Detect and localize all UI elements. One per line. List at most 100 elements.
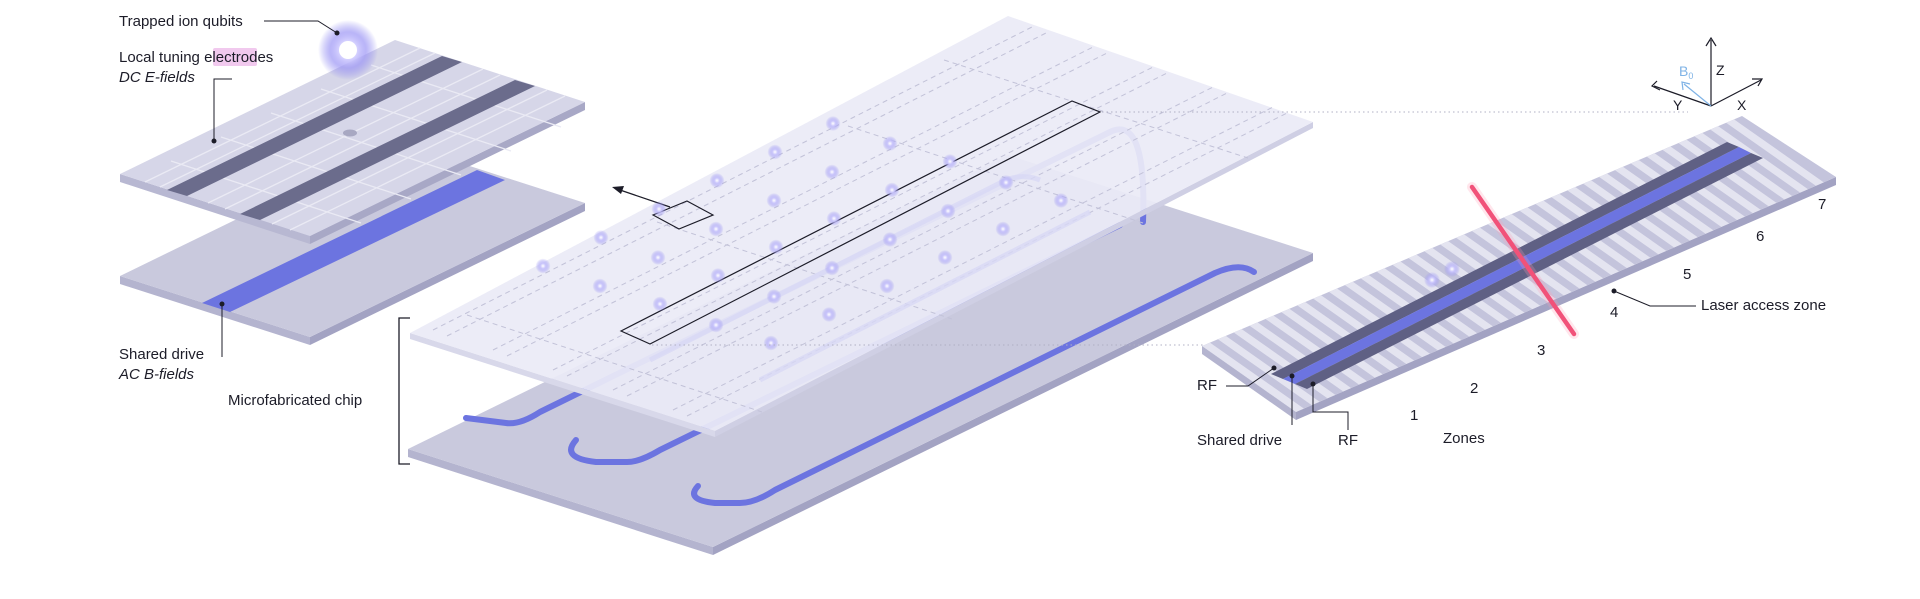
y-axis-label: Y bbox=[1673, 97, 1683, 113]
chip-ion bbox=[708, 317, 724, 333]
laser-beam-glow bbox=[1467, 182, 1579, 339]
chip-ion bbox=[884, 182, 900, 198]
ac-b-fields-label: AC B-fields bbox=[118, 366, 195, 383]
shared-drive-plate-side-right bbox=[310, 203, 585, 345]
chip-ion bbox=[592, 278, 608, 294]
zone-segment bbox=[1710, 126, 1813, 196]
z-axis-label: Z bbox=[1716, 62, 1725, 78]
x-axis-line bbox=[1710, 79, 1762, 107]
chip-ion bbox=[942, 154, 958, 169]
rf-electrode-1 bbox=[167, 56, 462, 196]
qubit-leader-line bbox=[264, 20, 338, 34]
chip-ion bbox=[766, 289, 782, 304]
chip-ion bbox=[763, 335, 779, 351]
zone-plate-side-left bbox=[1202, 346, 1296, 420]
qubit-leader-dot bbox=[334, 30, 340, 36]
zoom-arrow-head bbox=[612, 186, 624, 194]
zone-segment bbox=[1217, 335, 1320, 406]
rf-left-label: RF bbox=[1197, 377, 1217, 394]
chip-ion bbox=[535, 258, 551, 274]
chip-ion bbox=[593, 230, 609, 245]
b0-arrow-head bbox=[1681, 81, 1691, 91]
chip-ion bbox=[766, 193, 782, 208]
zone-number-5: 5 bbox=[1683, 266, 1691, 283]
shared-drive-label: Shared drive bbox=[119, 346, 204, 363]
zoom-box-zone bbox=[619, 100, 1102, 345]
electrode-plate-side bbox=[120, 174, 310, 244]
chip-bracket bbox=[398, 317, 410, 465]
electrode-plate bbox=[120, 40, 585, 236]
zone-number-3: 3 bbox=[1537, 342, 1545, 359]
rf-left-dot bbox=[1271, 365, 1277, 371]
drive-trace-inner bbox=[691, 264, 1257, 506]
zone-segment bbox=[1726, 119, 1829, 189]
chip-base-side-right bbox=[713, 253, 1313, 555]
ion-site-shadow bbox=[343, 129, 357, 137]
shared-drive-stripe bbox=[202, 170, 505, 312]
center-chip: Microfabricated chip bbox=[228, 16, 1313, 555]
right-inset: RF Shared drive RF Zones Laser access zo… bbox=[1197, 36, 1836, 449]
rf-right-dot bbox=[1310, 381, 1316, 387]
chip-ion bbox=[768, 239, 784, 255]
chip-ion bbox=[709, 173, 725, 188]
zoom-connector-lines bbox=[652, 111, 1688, 346]
chip-ion bbox=[651, 201, 667, 217]
rf-right-leader bbox=[1312, 384, 1349, 430]
b0-axis-line bbox=[1683, 83, 1712, 107]
electrode-grid bbox=[144, 47, 566, 231]
zone-segment bbox=[1202, 342, 1304, 412]
b0-axis-label: B0 bbox=[1679, 63, 1693, 81]
chip-top bbox=[410, 16, 1313, 431]
chip-base-side-left bbox=[408, 449, 713, 555]
y-axis-line bbox=[1653, 85, 1712, 107]
laser-beam bbox=[1469, 184, 1577, 337]
chip-top-side-right bbox=[715, 122, 1313, 437]
electrode-text-highlight bbox=[213, 48, 257, 66]
rf-electrode-2 bbox=[240, 80, 535, 220]
rf-right-label: RF bbox=[1338, 432, 1358, 449]
chip-ion bbox=[825, 116, 841, 131]
x-arrow-head bbox=[1752, 78, 1764, 87]
rf-left-leader bbox=[1226, 367, 1275, 387]
zone-plate-side-right bbox=[1296, 177, 1836, 420]
zone-number-1: 1 bbox=[1410, 407, 1418, 424]
chip-ion bbox=[824, 260, 840, 276]
shared-drive-right-label: Shared drive bbox=[1197, 432, 1282, 449]
trapped-ion-core bbox=[339, 41, 357, 59]
chip-ion bbox=[882, 232, 898, 247]
shared-drive-plate-side bbox=[120, 276, 310, 345]
chip-top-side-left bbox=[410, 333, 715, 437]
laser-access-zone-label: Laser access zone bbox=[1701, 297, 1826, 314]
chip-ion bbox=[995, 221, 1011, 237]
shared-drive-rail bbox=[1283, 147, 1751, 384]
zones-title: Zones bbox=[1443, 430, 1485, 447]
chip-ion bbox=[767, 144, 783, 160]
rf-rail-1 bbox=[1271, 142, 1739, 379]
local-tuning-electrodes-label: Local tuning electrodes bbox=[119, 49, 273, 66]
chip-ion bbox=[937, 250, 953, 265]
laser-zone-leader bbox=[1613, 290, 1696, 307]
chip-ion bbox=[708, 221, 724, 237]
drive-trace-middle bbox=[568, 222, 1123, 465]
y-arrow-head bbox=[1650, 80, 1661, 91]
zone-number-4: 4 bbox=[1610, 304, 1618, 321]
chip-ion bbox=[998, 175, 1014, 190]
chip-ions bbox=[535, 116, 1069, 351]
chip-ion bbox=[710, 268, 726, 283]
zone-number-2: 2 bbox=[1470, 380, 1478, 397]
drive-leader-dot bbox=[219, 301, 225, 307]
chip-ion bbox=[821, 307, 837, 322]
chip-ion bbox=[826, 211, 842, 226]
chip-ion bbox=[650, 250, 666, 265]
electrode-leader-dot bbox=[211, 138, 217, 144]
chip-ion bbox=[652, 296, 668, 312]
zone-ion-1 bbox=[1424, 272, 1440, 288]
trapped-ion-qubits-label: Trapped ion qubits bbox=[119, 13, 243, 30]
left-inset: Trapped ion qubits Local tuning electrod… bbox=[118, 13, 585, 383]
electrode-leader-line bbox=[213, 78, 232, 141]
electrode-plate-side-right bbox=[310, 102, 585, 244]
z-arrow-head bbox=[1705, 36, 1717, 47]
zone-number-7: 7 bbox=[1818, 196, 1826, 213]
